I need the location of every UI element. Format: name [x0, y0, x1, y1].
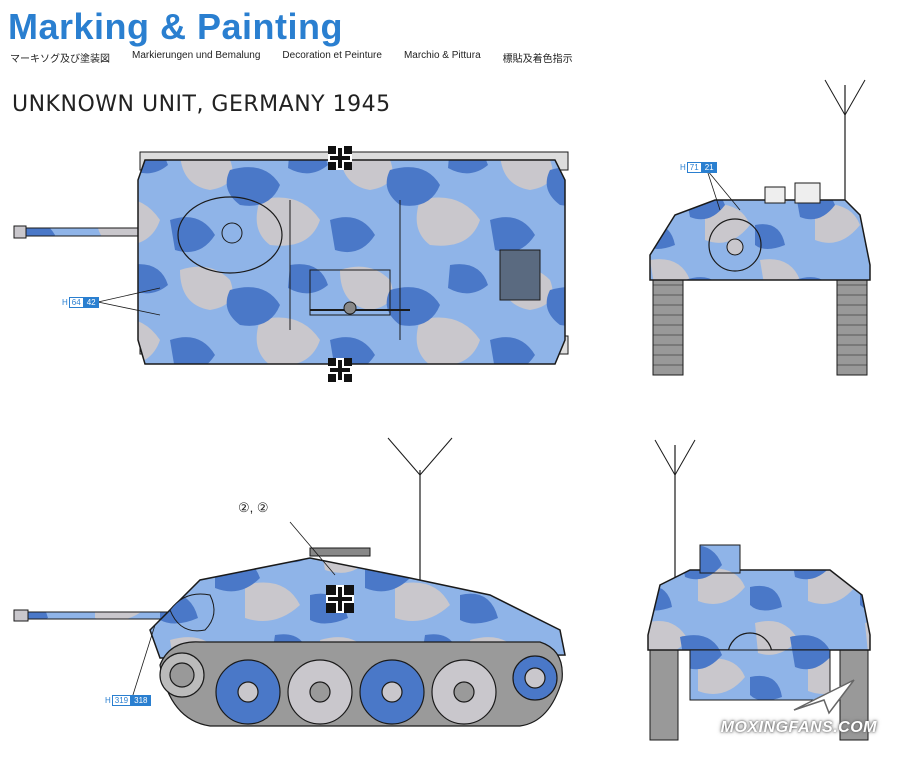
unit-title: UNKNOWN UNIT, GERMANY 1945: [12, 92, 391, 117]
color-code-side: H 319 318: [105, 695, 151, 706]
subtitle-chinese: 標貼及着色指示: [502, 54, 573, 65]
balkenkreuz-bottom: [328, 358, 352, 382]
rear-view-illustration: [647, 439, 871, 741]
subtitle-row: マーキソグ及び塗装図 Markierungen und Bemalung Dec…: [10, 50, 650, 65]
top-view-illustration: [13, 146, 569, 382]
color-code-top: H 64 42: [62, 297, 99, 308]
subtitle-german: Markierungen und Bemalung: [132, 50, 261, 61]
color-code-front: H 71 21: [680, 162, 717, 173]
subtitle-japanese: マーキソグ及び塗装図: [10, 54, 110, 65]
page-title: Marking & Painting: [8, 6, 344, 47]
balkenkreuz-side: [326, 585, 354, 613]
watermark-logo: [793, 679, 855, 715]
subtitle-french: Decoration et Peinture: [282, 50, 382, 61]
balkenkreuz-top: [328, 146, 352, 170]
decal-reference: ②, ②: [238, 500, 269, 515]
watermark-text: MOXINGFANS.COM: [720, 719, 877, 736]
front-view-illustration: [649, 79, 871, 376]
side-view-illustration: [13, 437, 566, 727]
subtitle-italian: Marchio & Pittura: [403, 50, 481, 61]
